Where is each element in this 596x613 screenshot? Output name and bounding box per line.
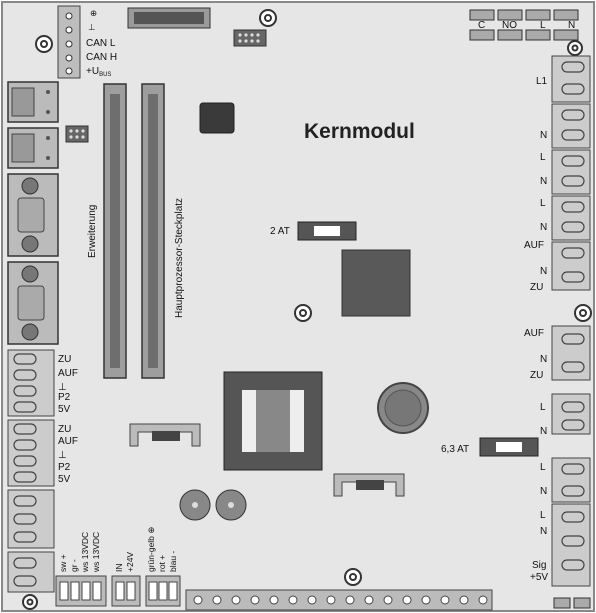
bottom-label-in: IN: [114, 564, 124, 573]
can-label-canh: CAN H: [86, 52, 117, 63]
can-label-ubus: +UBUS: [86, 66, 111, 78]
can-label-ubus-sub: BUS: [99, 72, 111, 78]
capacitor-1: [179, 489, 211, 521]
left-label-5v1: 5V: [58, 404, 71, 415]
relay-label-n: N: [568, 20, 575, 31]
bottom-sensor-connector: [145, 575, 181, 607]
right-label-n1: N: [540, 130, 547, 141]
left-label-auf2: AUF: [58, 436, 78, 447]
main-ic: [341, 249, 411, 317]
right-label-n7: N: [540, 486, 547, 497]
relay-label-no: NO: [502, 20, 517, 31]
network-jack-2: [7, 127, 59, 169]
right-label-zu2: ZU: [530, 370, 543, 381]
right-label-n2: N: [540, 176, 547, 187]
bottom-label-ws1: ws 13VDC: [80, 532, 90, 573]
expansion-slot-label: Erweiterung: [87, 205, 98, 258]
bottom-label-24v: +24V: [125, 552, 135, 572]
transformer: [223, 371, 323, 471]
bottom-label-gruen-gelb: grün-gelb ⊕: [146, 527, 156, 572]
right-label-auf2: AUF: [524, 328, 544, 339]
bottom-label-blau: blau -: [168, 551, 178, 572]
right-terminal-screws: [561, 61, 585, 571]
right-label-n4: N: [540, 266, 547, 277]
right-label-n3: N: [540, 222, 547, 233]
left-label-5v2: 5V: [58, 474, 71, 485]
right-label-l5: L: [540, 462, 546, 473]
top-ribbon-connector: [127, 7, 211, 29]
can-label-pe: ⊕: [90, 8, 97, 18]
jumper-header-1: [233, 29, 267, 47]
ic-chip: [199, 102, 235, 134]
right-terminal-blocks: [551, 55, 591, 587]
network-jack-1: [7, 81, 59, 123]
left-label-auf1: AUF: [58, 368, 78, 379]
right-label-n6: N: [540, 426, 547, 437]
right-label-zu1: ZU: [530, 282, 543, 293]
left-terminal-screws: [13, 353, 37, 587]
can-label-canl: CAN L: [86, 38, 116, 49]
left-label-gnd2: ⊥: [58, 450, 67, 461]
right-label-l2: L: [540, 152, 546, 163]
sub-d-connector-2: [7, 261, 59, 345]
right-label-l1: L1: [536, 76, 548, 87]
bottom-terminal-strip: [185, 589, 493, 611]
bottom-label-gr: gr -: [69, 559, 79, 572]
left-label-p21: P2: [58, 392, 71, 403]
right-label-5v: +5V: [530, 572, 548, 583]
right-label-l4: L: [540, 402, 546, 413]
bottom-power-connector: [55, 575, 107, 607]
mounting-holes: [22, 9, 592, 610]
can-terminal-block: [57, 5, 81, 79]
right-label-n5: N: [540, 354, 547, 365]
bottom-label-sw: sw +: [58, 554, 68, 572]
sub-d-connector-1: [7, 173, 59, 257]
bottom-right-header: [553, 597, 591, 609]
expansion-slot: [103, 83, 127, 379]
board-title: Kernmodul: [304, 120, 415, 143]
can-label-gnd: ⊥: [88, 22, 96, 32]
bottom-24v-connector: [111, 575, 141, 607]
fuse-1: [297, 221, 357, 241]
capacitor-2: [215, 489, 247, 521]
voltage-regulator-2: [333, 473, 405, 497]
fuse-2: [479, 437, 539, 457]
jumper-header-2: [65, 125, 89, 143]
voltage-regulator-1: [129, 423, 201, 447]
left-label-zu1: ZU: [58, 354, 71, 365]
right-label-auf1: AUF: [524, 240, 544, 251]
left-label-p22: P2: [58, 462, 71, 473]
right-label-sig: Sig: [532, 560, 546, 571]
relay-label-c: C: [478, 20, 485, 31]
main-processor-slot-label: Hauptprozessor-Steckplatz: [174, 198, 185, 318]
left-label-zu2: ZU: [58, 424, 71, 435]
right-label-l3: L: [540, 198, 546, 209]
right-label-l6: L: [540, 510, 546, 521]
battery: [377, 382, 429, 434]
relay-header: [469, 9, 579, 41]
right-label-n8: N: [540, 526, 547, 537]
bottom-label-rot: rot +: [157, 555, 167, 572]
bottom-label-ws2: ws 13VDC: [91, 532, 101, 573]
left-label-gnd1: ⊥: [58, 382, 67, 393]
left-terminal-blocks: [7, 349, 55, 593]
main-processor-slot: [141, 83, 165, 379]
relay-label-l: L: [540, 20, 546, 31]
fuse-1-label: 2 AT: [270, 226, 290, 237]
fuse-2-label: 6,3 AT: [441, 444, 469, 455]
